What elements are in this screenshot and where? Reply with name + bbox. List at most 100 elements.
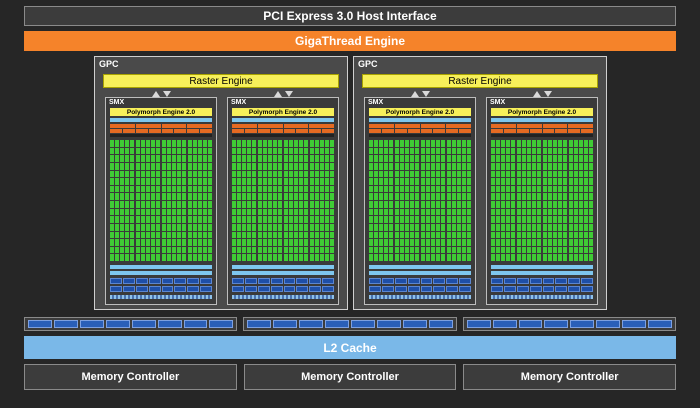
cuda-core	[436, 155, 440, 162]
cuda-core	[156, 208, 160, 216]
cuda-core	[130, 208, 134, 216]
cuda-core	[389, 231, 393, 239]
cuda-core	[273, 155, 277, 162]
cuda-core	[141, 178, 145, 185]
cuda-core	[563, 254, 567, 261]
cuda-core	[172, 216, 176, 223]
cuda-core	[172, 185, 176, 193]
warp-scheduler	[568, 124, 593, 128]
cuda-core	[203, 246, 207, 254]
cuda-core	[421, 208, 425, 216]
cuda-core	[182, 170, 186, 178]
cuda-core	[447, 140, 451, 147]
smx-label: SMX	[231, 99, 247, 106]
cuda-core	[162, 155, 166, 162]
cuda-core	[294, 254, 298, 261]
cuda-core	[315, 231, 319, 239]
cuda-core	[198, 147, 202, 155]
cuda-core	[320, 231, 324, 239]
cuda-core	[496, 246, 500, 254]
cuda-core	[553, 201, 557, 208]
cuda-core	[553, 254, 557, 261]
cuda-core	[421, 254, 425, 261]
cuda-core	[553, 147, 557, 155]
cuda-core	[558, 216, 562, 223]
cuda-core	[563, 246, 567, 254]
cuda-core	[208, 208, 212, 216]
cuda-core	[415, 140, 419, 147]
cuda-core	[369, 208, 373, 216]
cuda-core	[167, 155, 171, 162]
cuda-core	[452, 208, 456, 216]
cuda-core	[389, 185, 393, 193]
cuda-core	[511, 231, 515, 239]
cuda-core	[330, 185, 334, 193]
cuda-core	[146, 178, 150, 185]
cuda-core	[172, 147, 176, 155]
cuda-core	[421, 216, 425, 223]
cuda-core	[522, 223, 526, 231]
cuda-core	[299, 216, 303, 223]
interconnect-network	[232, 265, 334, 269]
cuda-core	[579, 254, 583, 261]
cuda-core	[162, 223, 166, 231]
cuda-core	[384, 193, 388, 200]
cuda-core	[395, 193, 399, 200]
cuda-core	[506, 193, 510, 200]
cuda-core	[447, 162, 451, 170]
dispatch-unit	[122, 129, 135, 133]
cuda-core	[237, 254, 241, 261]
cuda-core	[491, 155, 495, 162]
arrow-up-icon	[273, 91, 282, 97]
cuda-core	[299, 208, 303, 216]
cuda-core	[441, 201, 445, 208]
cuda-core	[198, 239, 202, 246]
cuda-core	[232, 170, 236, 178]
cuda-core	[193, 147, 197, 155]
cuda-core	[431, 147, 435, 155]
cuda-core	[389, 178, 393, 185]
dispatch-unit	[148, 129, 161, 133]
cuda-core	[115, 246, 119, 254]
cuda-core	[467, 208, 471, 216]
cuda-core	[294, 231, 298, 239]
cuda-core	[208, 140, 212, 147]
cuda-core	[325, 231, 329, 239]
cuda-core	[304, 170, 308, 178]
cuda-core	[537, 185, 541, 193]
cuda-core	[496, 201, 500, 208]
cuda-core	[574, 162, 578, 170]
cuda-core	[268, 246, 272, 254]
cuda-core	[136, 216, 140, 223]
cuda-core	[527, 201, 531, 208]
cuda-core	[151, 201, 155, 208]
cuda-core	[441, 170, 445, 178]
cuda-core	[299, 185, 303, 193]
cuda-core	[379, 162, 383, 170]
texture-unit	[270, 286, 283, 292]
cuda-core	[522, 239, 526, 246]
memory-controller: Memory Controller	[243, 364, 457, 390]
cuda-core	[268, 231, 272, 239]
cuda-core	[569, 178, 573, 185]
cuda-core	[247, 162, 251, 170]
cuda-core	[237, 178, 241, 185]
warp-scheduler	[110, 124, 135, 128]
texture-cache	[309, 278, 322, 284]
cuda-core	[299, 246, 303, 254]
cuda-core	[369, 185, 373, 193]
cuda-core	[268, 193, 272, 200]
cuda-core	[320, 193, 324, 200]
cuda-core	[299, 178, 303, 185]
cuda-core	[167, 231, 171, 239]
cuda-core	[548, 223, 552, 231]
cuda-core	[400, 140, 404, 147]
cuda-core	[278, 155, 282, 162]
cuda-core	[232, 193, 236, 200]
cuda-core	[151, 246, 155, 254]
cuda-core	[574, 254, 578, 261]
cuda-core-array	[369, 140, 471, 261]
cuda-core	[110, 155, 114, 162]
dispatch-unit	[232, 129, 244, 133]
